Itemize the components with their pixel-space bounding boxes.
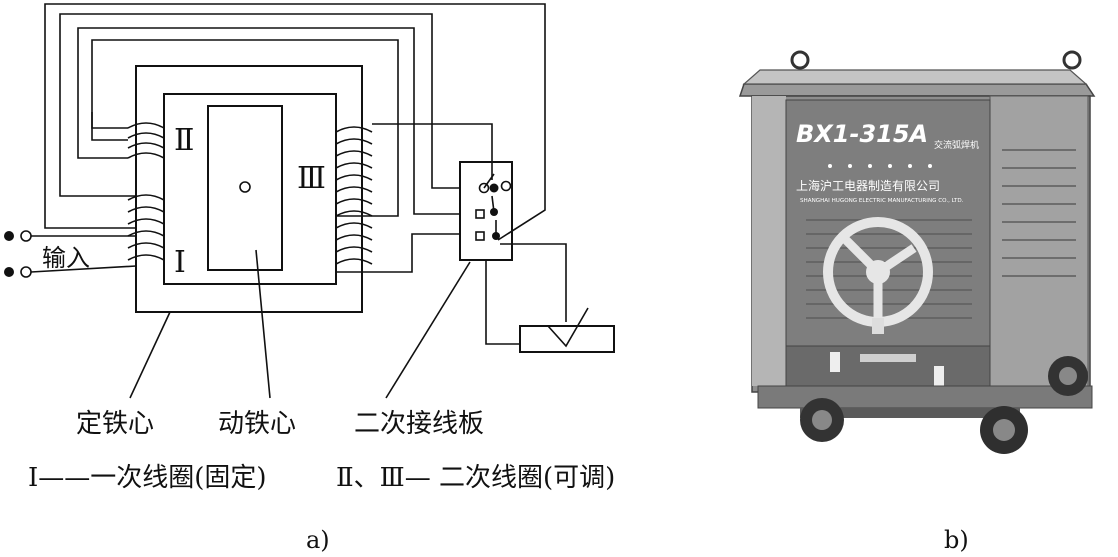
moving-core [207,105,283,271]
secondary-wiring [44,3,546,273]
model-label: BX1-315A [796,120,928,148]
moving-core-pivot [239,181,251,193]
caption-a: a) [306,526,330,554]
coil-label-ii: Ⅱ [174,123,194,158]
output-circuit [485,243,615,353]
maker-cn-label: 上海沪工电器制造有限公司 [796,178,940,193]
caption-b: b) [944,526,969,554]
welder-photo: BX1-315A 交流弧焊机 上海沪工电器制造有限公司 SHANGHAI HUG… [738,50,1096,554]
lifting-eye-left-icon [790,50,810,70]
input-terminals [4,230,137,278]
output-terminals [830,352,944,386]
side-vents [1002,149,1076,277]
legend-secondary: Ⅱ、Ⅲ— 二次线圈(可调) [336,463,615,493]
maker-en-label: SHANGHAI HUGONG ELECTRIC MANUFACTURING C… [800,198,964,204]
coil-i [127,194,165,261]
terminal-board-label: 二次接线板 [354,409,484,439]
fixed-core-label: 定铁心 [76,409,154,439]
dot-row [828,164,932,168]
legend-primary: Ⅰ——一次线圈(固定) [28,463,267,493]
handwheel-icon [823,217,933,334]
fixed-core-outer [135,65,363,313]
wheels [800,356,1088,454]
coil-iii [335,126,373,265]
terminal-board-leader [385,261,471,399]
lifting-eye-right-icon [1062,50,1082,70]
transformer-diagram: Ⅱ Ⅲ Ⅰ 输入 [4,3,615,554]
fixed-core-leader [129,311,171,399]
moving-core-label: 动铁心 [218,409,296,439]
fixed-core-inner [163,93,337,285]
coil-label-iii: Ⅲ [297,161,326,196]
input-label: 输入 [42,244,90,272]
front-vents [806,219,972,319]
terminal-board [459,161,513,261]
coil-label-i: Ⅰ [174,245,186,280]
coil-ii [127,122,165,159]
moving-core-leader [255,249,271,399]
model-sub-label: 交流弧焊机 [934,139,979,151]
